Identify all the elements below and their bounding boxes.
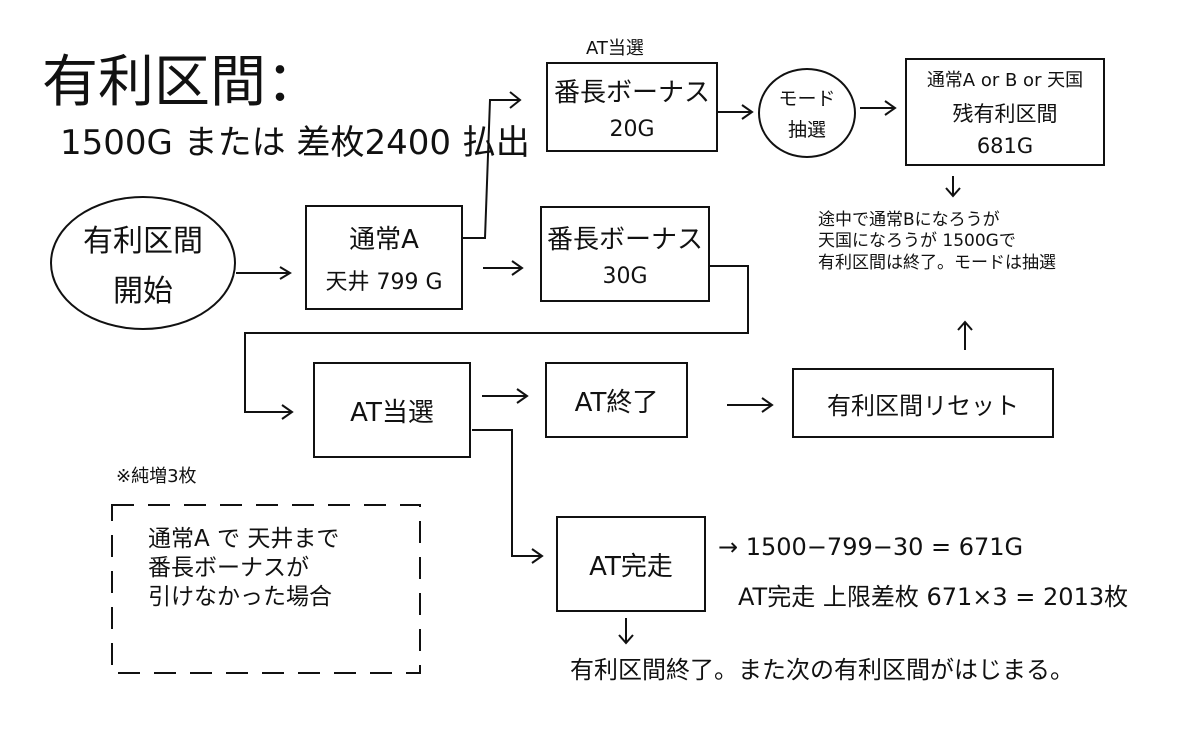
box-remaining-label: 残有利区間 [952,102,1058,126]
dashed-note-line3: 引けなかった場合 [148,583,332,610]
box-at-complete: AT完走 [556,516,706,612]
box-bonus-30g: 番長ボーナス 30G [540,206,710,302]
note-mid-line1: 途中で通常Bになろうが [818,210,1000,230]
dashed-note-body: 通常A で 天井まで 番長ボーナスが 引けなかった場合 [148,525,339,611]
box-at-win-label: AT当選 [350,397,434,428]
start-circle-line2: 開始 [113,274,173,309]
box-remaining-games: 681G [976,134,1034,158]
note-mid-line2: 天国になろうが 1500Gで [818,231,1016,252]
box-normal-a: 通常A 天井 799 G [305,205,463,310]
box-bonus-20g: 番長ボーナス 20G [546,62,718,152]
dashed-note-line2: 番長ボーナスが [148,554,309,581]
box-at-win: AT当選 [313,362,471,458]
arrow-normal-to-bonus20 [463,99,520,239]
label-at-select: AT当選 [586,38,644,59]
box-bonus-20g-title: 番長ボーナス [553,78,710,108]
box-reset: 有利区間リセット [792,368,1054,438]
start-circle-line1: 有利区間 [83,224,203,259]
box-bonus-30g-games: 30G [602,264,648,289]
arrow-bonus30-to-at-win [244,265,749,413]
box-remaining: 通常A or B or 天国 残有利区間 681G [905,58,1105,166]
box-at-complete-label: AT完走 [589,551,673,582]
dashed-note-title: ※純増3枚 [116,466,197,487]
note-mid: 途中で通常Bになろうが 天国になろうが 1500Gで 有利区間は終了。モードは抽… [818,210,1056,274]
box-remaining-mode: 通常A or B or 天国 [926,70,1084,91]
page-subtitle: 1500G または 差枚2400 払出 [60,123,530,163]
box-at-end: AT終了 [545,362,688,438]
box-bonus-30g-title: 番長ボーナス [546,225,703,255]
box-normal-a-title: 通常A [349,225,419,255]
dashed-note-line1: 通常A で 天井まで [148,526,340,552]
mode-circle-line2: 抽選 [787,119,826,141]
page-title: 有利区間： [42,50,322,115]
box-normal-a-ceiling: 天井 799 G [325,270,443,295]
box-reset-label: 有利区間リセット [827,391,1019,420]
start-circle: 有利区間 開始 [50,196,236,330]
calc-line-2: AT完走 上限差枚 671×3 = 2013枚 [738,583,1129,611]
dashed-note-box [111,504,421,674]
box-bonus-20g-games: 20G [609,117,655,142]
mode-circle: モード 抽選 [758,68,856,158]
note-mid-line3: 有利区間は終了。モードは抽選 [818,252,1056,273]
box-at-end-label: AT終了 [574,387,659,418]
mode-circle-line1: モード [778,88,836,110]
arrow-at-win-to-complete [472,429,542,557]
final-text: 有利区間終了。また次の有利区間がはじまる。 [570,656,1074,684]
calc-line: → 1500−799−30 = 671G [718,533,1024,561]
